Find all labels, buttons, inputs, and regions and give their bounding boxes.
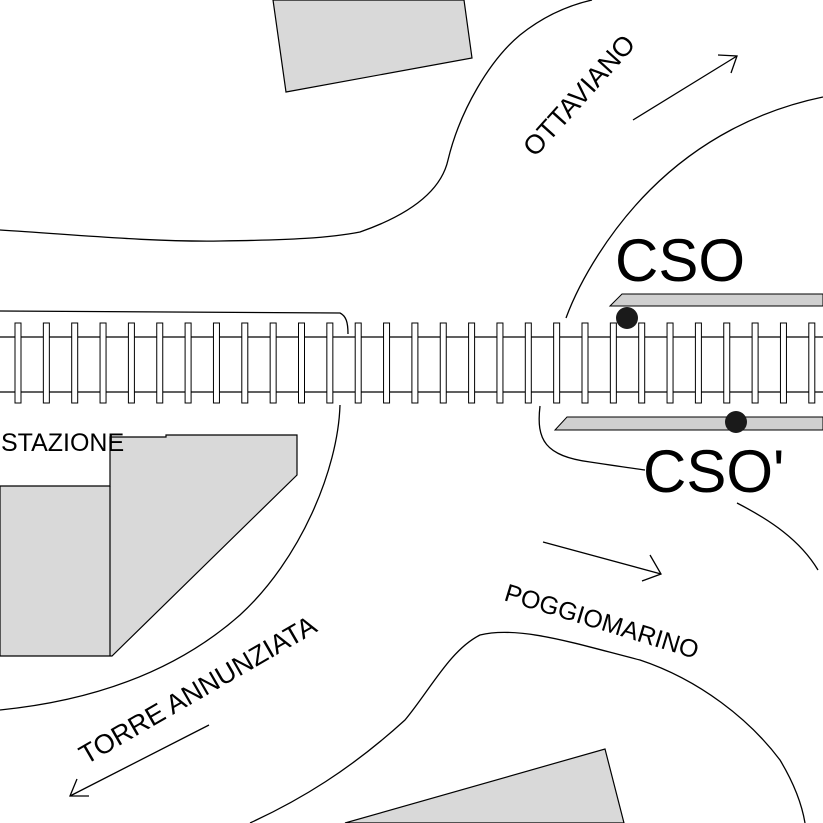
label-cso-prime: CSO'	[643, 438, 784, 505]
road-edge-poggiomarino-left	[538, 405, 646, 471]
track-sleeper	[609, 322, 617, 404]
building-top	[272, 0, 473, 93]
road-edge-poggiomarino-right	[736, 502, 819, 571]
track-sleeper	[411, 322, 419, 404]
track-sleeper	[71, 322, 79, 404]
road-edge-ottaviano-right	[565, 96, 823, 319]
track-sleeper	[468, 322, 476, 404]
label-cso: CSO	[615, 227, 745, 294]
platform-cso	[608, 293, 823, 307]
track-sleeper	[127, 322, 135, 404]
track-sleeper	[212, 322, 220, 404]
track-sleeper	[14, 322, 22, 404]
track-sleeper	[666, 322, 674, 404]
track-sleeper	[326, 322, 334, 404]
track-sleeper	[383, 322, 391, 404]
label-stazione: STAZIONE	[1, 429, 124, 457]
road-edge-ottaviano-left	[0, 0, 593, 242]
label-ottaviano: OTTAVIANO	[517, 29, 641, 162]
track-sleeper	[241, 322, 249, 404]
label-poggiomarino: POGGIOMARINO	[501, 579, 702, 665]
track-sleeper	[553, 322, 561, 404]
track-sleeper	[99, 322, 107, 404]
track-sleeper	[524, 322, 532, 404]
track-sleeper	[184, 322, 192, 404]
track-sleeper	[694, 322, 702, 404]
track-sleeper	[269, 322, 277, 404]
track-sleeper	[354, 322, 362, 404]
road-edge-bottom-curve	[249, 631, 806, 823]
signal-marker-cso	[616, 307, 638, 329]
track-sleeper	[723, 322, 731, 404]
track-sleeper	[156, 322, 164, 404]
track-sleeper	[496, 322, 504, 404]
arrow-to-torre-annunziata-icon	[69, 724, 210, 797]
track-sleeper	[42, 322, 50, 404]
track-sleeper	[808, 322, 816, 404]
arrow-to-poggiomarino-icon	[542, 541, 662, 582]
track-sleeper	[298, 322, 305, 404]
track-sleeper	[779, 322, 787, 404]
railway-track	[0, 322, 823, 404]
arrow-to-ottaviano-icon	[632, 54, 738, 121]
road-edge-stazione-curve	[0, 404, 341, 711]
road-edge-track-top	[0, 310, 349, 335]
platform-cso-prime	[553, 416, 823, 431]
track-sleeper	[751, 322, 759, 404]
building-bottom	[344, 748, 625, 823]
track-sleeper	[581, 322, 589, 404]
track-sleeper	[439, 322, 447, 404]
building-stazione	[0, 434, 298, 657]
signal-marker-cso-prime	[725, 411, 747, 433]
track-sleeper	[638, 322, 646, 404]
